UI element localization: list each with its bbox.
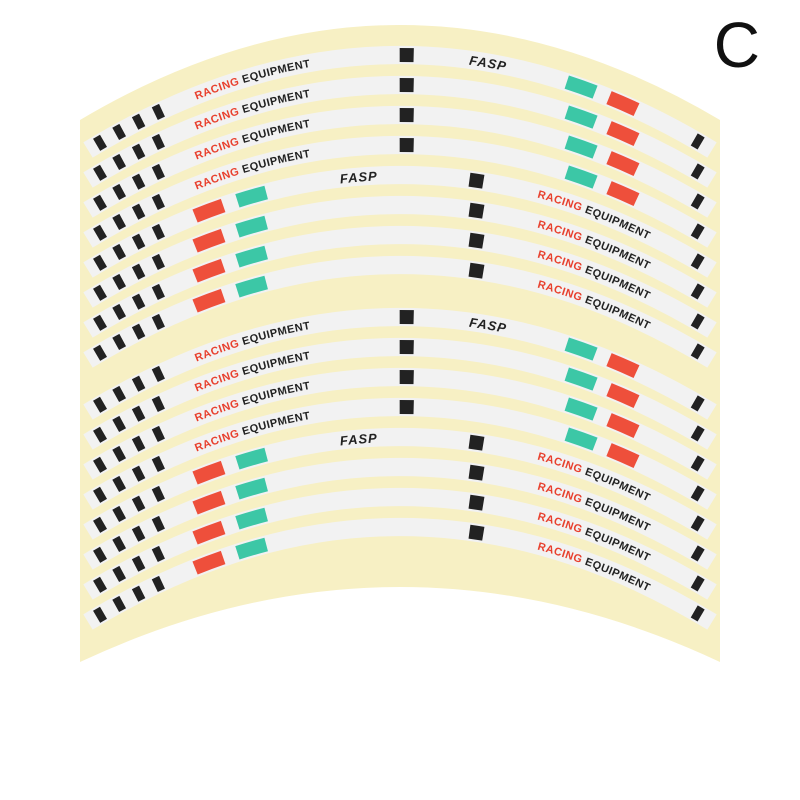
decor-stripe [84, 78, 716, 186]
decor-stripe [84, 340, 716, 448]
decor-stripe [84, 370, 716, 478]
decor-stripe [84, 138, 716, 246]
fasp-logo: FASP [339, 430, 378, 448]
decor-stripe [84, 310, 716, 418]
decor-stripe [84, 78, 716, 186]
decor-stripe [84, 400, 716, 508]
decor-stripe [84, 48, 716, 156]
decor-stripe [84, 400, 716, 508]
rim-strip: RACING EQUIPMENT [83, 136, 717, 248]
decor-stripe [84, 48, 716, 156]
decor-stripe [84, 108, 716, 216]
decor-stripe [84, 108, 716, 216]
decor-stripe [84, 340, 716, 448]
decor-stripe [84, 370, 716, 478]
decor-stripe [84, 138, 716, 246]
variant-label: C [713, 9, 760, 81]
fasp-logo: FASP [339, 168, 378, 186]
decor-stripe [84, 310, 716, 418]
